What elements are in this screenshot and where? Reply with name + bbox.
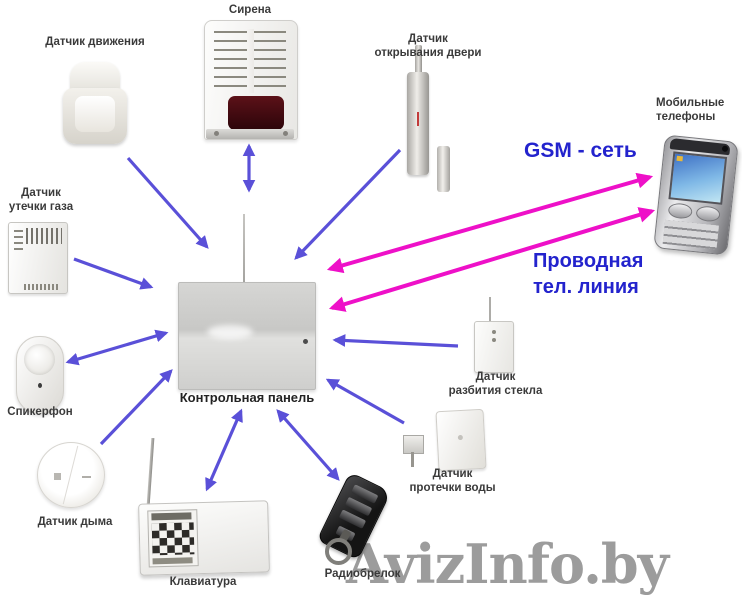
siren-base	[206, 129, 294, 139]
arrow-speakerphone-panel	[65, 329, 169, 366]
smoke-sensor-label: Датчик дыма	[37, 516, 113, 528]
water-sensor-label-line1: Датчик	[432, 468, 473, 480]
siren-screw	[214, 131, 219, 136]
speakerphone-mic	[38, 383, 42, 388]
speakerphone-icon	[16, 336, 64, 414]
arrow-water-to-panel	[325, 378, 405, 425]
radio-fob-label: Радиобрелок	[324, 568, 401, 580]
water-sensor-probe-stem	[411, 452, 414, 467]
siren-screw	[283, 131, 288, 136]
glass-sensor-icon	[474, 321, 514, 373]
smoke-sensor-mark	[54, 473, 61, 480]
gas-sensor-label: Датчик утечки газа	[0, 187, 82, 214]
door-sensor-led	[417, 112, 419, 126]
control-panel-shine	[207, 325, 253, 339]
arrow-glass-to-panel	[332, 334, 459, 348]
glass-sensor-label: Датчик разбития стекла	[438, 371, 553, 398]
arrow-door-to-panel	[294, 148, 402, 260]
gas-sensor-vent	[24, 284, 60, 290]
siren-strobe	[228, 96, 284, 130]
mobile-phones-label: Мобильные телефоны	[656, 97, 742, 124]
water-sensor-label: Датчик протечки воды	[395, 468, 510, 495]
gas-sensor-icon	[8, 222, 68, 294]
siren-icon	[204, 20, 298, 140]
door-sensor-label-line1: Датчик	[408, 33, 448, 45]
glass-sensor-led	[492, 330, 496, 334]
fob-keyring	[325, 538, 352, 565]
gas-sensor-label-line1: Датчик	[21, 187, 61, 199]
mobile-phones-label-line1: Мобильные	[656, 97, 725, 109]
arrow-landline-link	[328, 207, 656, 312]
smoke-sensor-icon	[37, 442, 105, 508]
arrow-smoke-to-panel	[99, 369, 173, 446]
arrow-keyboard-panel	[205, 408, 243, 492]
water-sensor-label-line2: протечки воды	[409, 481, 496, 494]
siren-vent-gap	[247, 29, 254, 93]
gas-sensor-label-line2: утечки газа	[8, 200, 74, 213]
speakerphone-label: Спикерфон	[7, 406, 73, 418]
control-panel-lock	[303, 339, 308, 344]
siren-label: Сирена	[228, 4, 272, 16]
gsm-network-text: GSM - сеть	[524, 139, 637, 162]
door-sensor-stem	[415, 45, 422, 75]
control-panel-antenna	[243, 214, 245, 283]
control-panel-icon	[178, 282, 316, 390]
motion-sensor-label: Датчик движения	[45, 36, 145, 48]
arrow-motion-to-panel	[126, 156, 209, 249]
door-sensor-label: Датчик открывания двери	[358, 33, 498, 60]
door-sensor-label-line2: открывания двери	[374, 46, 482, 59]
keyboard-label: Клавиатура	[169, 576, 237, 588]
gas-sensor-grille	[26, 228, 62, 244]
pir-lens	[75, 96, 115, 132]
motion-sensor-icon	[63, 62, 127, 144]
glass-sensor-label-line1: Датчик	[475, 371, 516, 383]
landline-text-line2: тел. линия	[533, 276, 639, 298]
arrow-gas-to-panel	[73, 257, 154, 290]
speakerphone-speaker	[24, 344, 55, 375]
landline-text-line1: Проводная	[533, 250, 644, 272]
gas-sensor-slots	[14, 230, 23, 254]
glass-sensor-label-line2: разбития стекла	[448, 384, 543, 397]
arrow-fob-panel	[276, 409, 340, 481]
mobile-phones-label-line2: телефоны	[656, 110, 716, 123]
control-panel-label: Контрольная панель	[179, 390, 315, 405]
smoke-sensor-mark	[82, 476, 91, 478]
landline-text: Проводная тел. линия	[533, 248, 643, 300]
watermark-text: AvizInfo.by	[346, 532, 669, 596]
glass-sensor-led	[492, 338, 496, 342]
